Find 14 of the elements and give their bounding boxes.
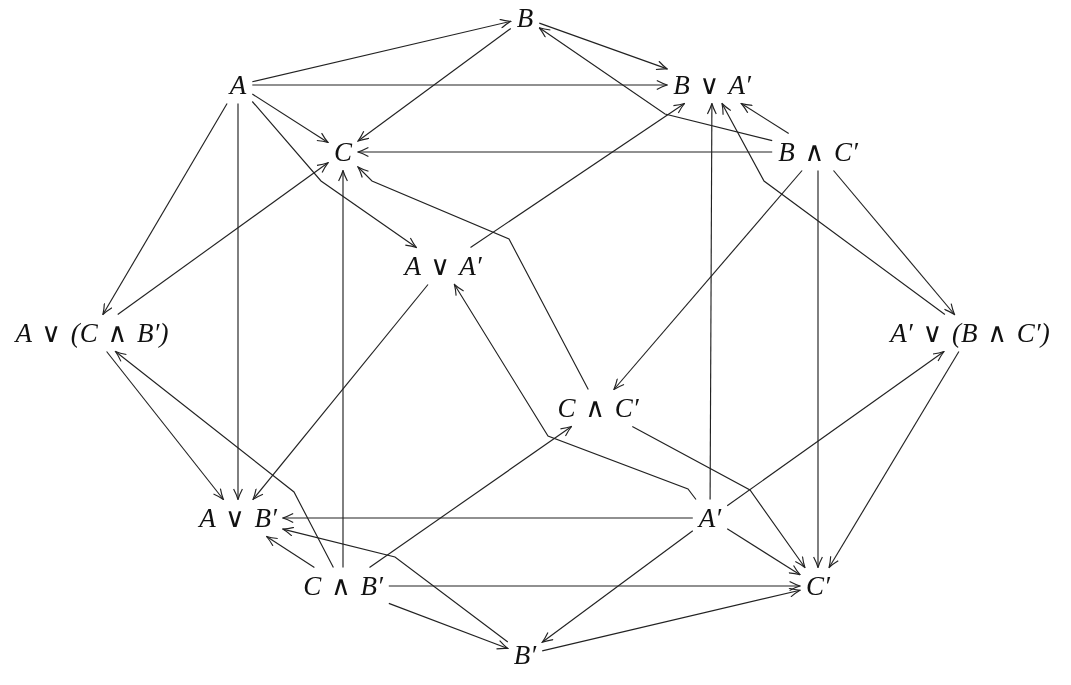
formula-label: B′	[508, 637, 542, 673]
formula-label: A′ ∨ (B ∧ C′)	[885, 315, 1055, 351]
formula-label: A	[224, 67, 252, 103]
formula-label: C ∧ B′	[298, 568, 388, 604]
formula-label: A′	[693, 500, 727, 536]
formula-label: A ∨ B′	[194, 500, 282, 536]
formula-label: C ∧ C′	[552, 390, 644, 426]
formula-label: C′	[801, 568, 835, 604]
formula-label: B ∧ C′	[773, 134, 863, 170]
formula-label: C	[329, 134, 357, 170]
formula-label: A ∨ A′	[399, 248, 487, 284]
formula-label: B	[511, 0, 539, 36]
formula-label: B ∨ A′	[668, 67, 756, 103]
formula-label: A ∨ (C ∧ B′)	[10, 315, 174, 351]
